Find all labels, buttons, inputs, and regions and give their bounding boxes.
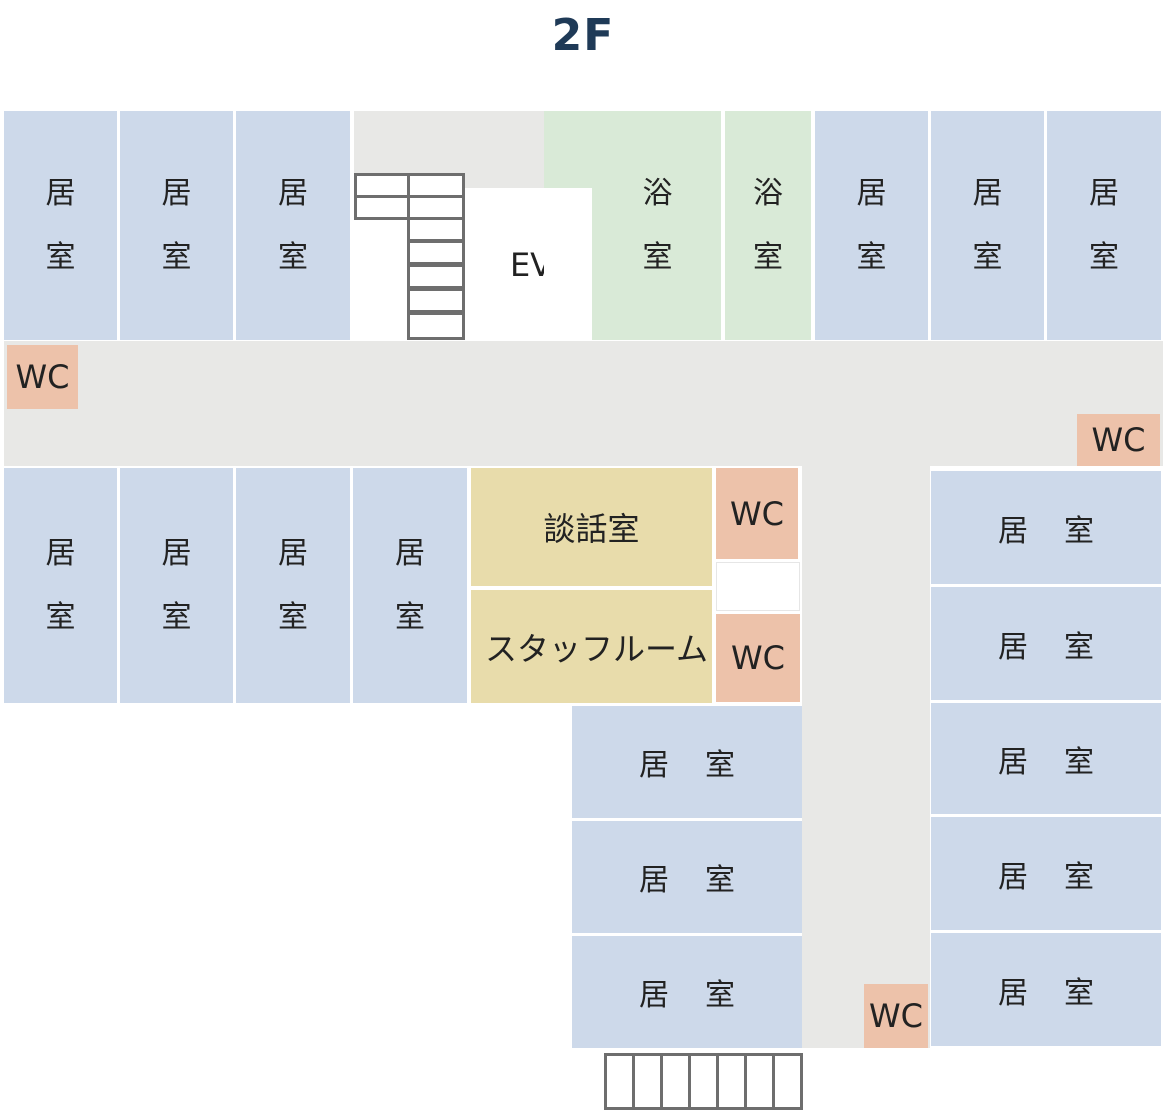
room-label: 居 — [395, 535, 425, 571]
room-label: 居 — [639, 978, 669, 1013]
room-label: 室 — [278, 239, 308, 275]
staff-room-label: スタッフルーム — [485, 629, 709, 668]
lounge-label: 談話室 — [543, 510, 640, 548]
stair-top-7 — [407, 264, 465, 289]
room-label: 居 — [998, 744, 1028, 780]
bath-label: 室 — [753, 239, 783, 275]
bath-label: 浴 — [753, 175, 783, 211]
wc: WC — [716, 614, 800, 702]
room-label: 室 — [395, 599, 425, 635]
room-label: 居 — [998, 513, 1028, 549]
room-label: 居 — [639, 863, 669, 898]
room-label: 室 — [1064, 859, 1094, 895]
room-label: 居 — [856, 175, 887, 211]
stair-bottom-6 — [744, 1053, 775, 1110]
room-label: 居 — [278, 535, 308, 571]
room-label: 室 — [705, 863, 735, 898]
wc-label: WC — [869, 997, 923, 1035]
room-label: 居 — [161, 175, 192, 211]
stair-bottom-7 — [772, 1053, 803, 1110]
stair-bottom-4 — [688, 1053, 719, 1110]
room-label: 居 — [45, 175, 76, 211]
room: 居室 — [931, 111, 1044, 340]
stair-top-5 — [407, 217, 465, 242]
bath: 浴室 — [594, 111, 721, 340]
room-label: 居 — [1089, 175, 1119, 211]
room: 居室 — [931, 587, 1161, 700]
room-label: 室 — [1064, 513, 1094, 549]
stair-top-2 — [407, 173, 465, 198]
bath: 浴室 — [725, 111, 811, 340]
room: 居室 — [120, 111, 233, 340]
stair-bottom-5 — [716, 1053, 747, 1110]
stair-bottom-2 — [632, 1053, 663, 1110]
room-label: 室 — [1064, 975, 1094, 1011]
wc-gap — [716, 562, 800, 611]
room: 居室 — [353, 468, 467, 703]
room-label: 居 — [639, 748, 669, 783]
room-label: 居 — [972, 175, 1003, 211]
wc: WC — [716, 468, 798, 559]
room: 居室 — [931, 933, 1161, 1046]
elevator-notch — [544, 188, 592, 341]
room: 居室 — [572, 706, 802, 818]
stair-bottom-3 — [660, 1053, 691, 1110]
room: 居室 — [120, 468, 233, 703]
room: 居室 — [4, 468, 117, 703]
wc-label: WC — [730, 494, 784, 533]
room-label: 室 — [972, 239, 1003, 275]
room: 居室 — [236, 111, 350, 340]
room: 居室 — [572, 821, 802, 933]
wc-label: WC — [15, 358, 70, 396]
room-label: 室 — [705, 748, 735, 783]
room: 居室 — [1047, 111, 1161, 340]
room-label: 室 — [705, 978, 735, 1013]
room: 居室 — [4, 111, 117, 340]
room: 居室 — [931, 703, 1161, 814]
room: 居室 — [236, 468, 350, 703]
room-label: 室 — [1064, 744, 1094, 780]
room: 居室 — [931, 471, 1161, 584]
stair-top-1 — [354, 173, 410, 198]
room-label: 室 — [1089, 239, 1119, 275]
room-label: 居 — [278, 175, 308, 211]
room-label: 室 — [161, 239, 192, 275]
room-label: 居 — [45, 535, 76, 571]
wc-label: WC — [731, 639, 785, 677]
room-label: 室 — [1064, 629, 1094, 665]
wc: WC — [864, 984, 928, 1048]
room-label: 室 — [45, 239, 76, 275]
wc: WC — [1077, 414, 1160, 466]
room-label: 居 — [161, 535, 192, 571]
wc-label: WC — [1091, 421, 1146, 459]
stair-top-8 — [407, 288, 465, 313]
corridor-main — [4, 341, 1163, 466]
stair-top-9 — [407, 312, 465, 340]
stair-top-3 — [354, 195, 410, 220]
room-label: 室 — [278, 599, 308, 635]
room-label: 室 — [161, 599, 192, 635]
room-label: 室 — [856, 239, 887, 275]
room-label: 居 — [998, 975, 1028, 1011]
stair-top-6 — [407, 240, 465, 265]
room: 居室 — [931, 817, 1161, 930]
bath-label: 室 — [642, 239, 673, 275]
room-label: 室 — [45, 599, 76, 635]
floor-title: 2F — [551, 10, 615, 61]
lounge: 談話室 — [471, 468, 712, 586]
stair-bottom-1 — [604, 1053, 635, 1110]
room: 居室 — [572, 936, 802, 1048]
corridor-vertical — [802, 466, 930, 1048]
staff-room: スタッフルーム — [471, 590, 712, 703]
room-label: 居 — [998, 859, 1028, 895]
room-label: 居 — [998, 629, 1028, 665]
room: 居室 — [815, 111, 928, 340]
wc: WC — [7, 345, 78, 409]
bath-label: 浴 — [642, 175, 673, 211]
